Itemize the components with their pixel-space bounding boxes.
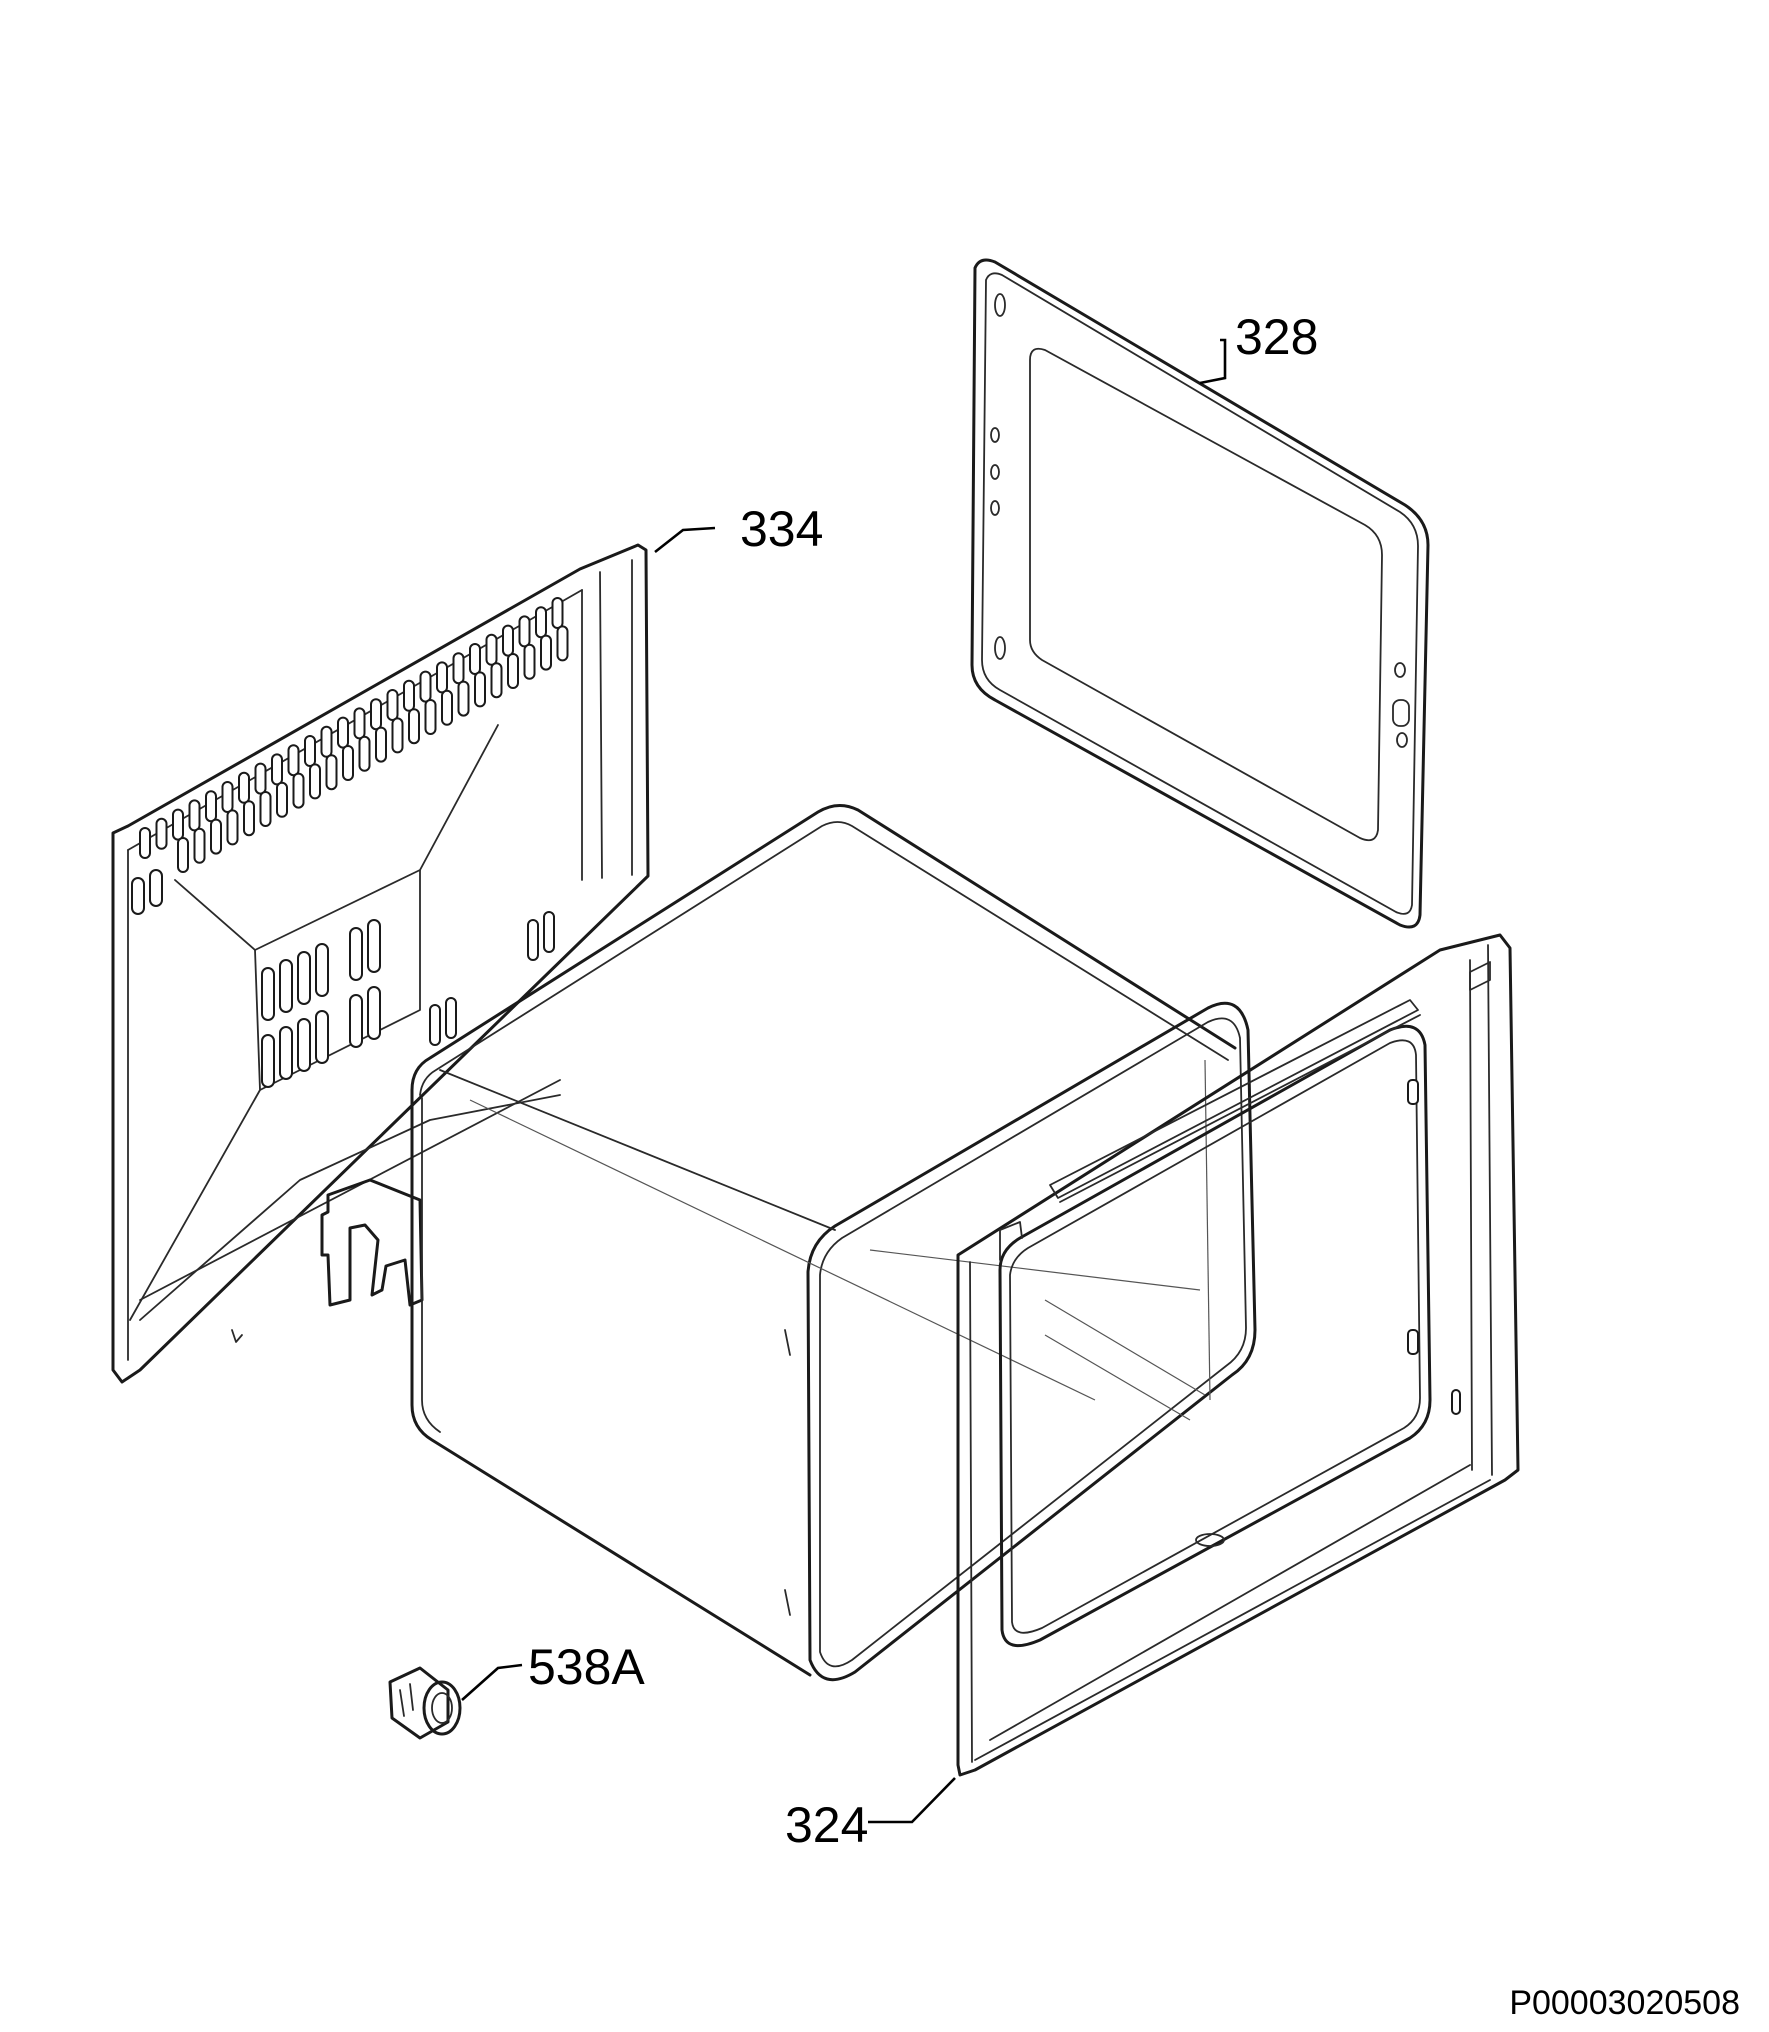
vent-slot [441,689,453,726]
oven-cavity-box [410,804,1257,1682]
front-frame-324 [956,933,1520,1777]
vent-slot [177,837,189,873]
vent-slot [188,799,201,832]
bushing-538a [388,1666,462,1740]
vent-slot [535,606,547,639]
vent-slot [419,670,432,703]
vent-slot [386,689,399,721]
vent-slot [155,817,168,850]
vent-slot [408,708,420,745]
vent-slots-middle [177,625,569,873]
vent-slot [342,745,354,781]
label-328: 328 [1235,309,1318,365]
vent-slot [254,762,267,795]
vent-slot [292,772,305,809]
vent-slot [210,818,222,855]
vent-slot [259,791,272,827]
vent-slot [193,827,206,864]
vent-slot [221,781,234,813]
vent-slot [518,615,531,648]
vent-slot [403,679,415,712]
vent-slot [523,643,536,680]
vent-slot [226,809,239,846]
vent-slot [540,634,552,671]
vent-slot [353,707,366,740]
drawing-number: P00003020508 [1509,1984,1740,2022]
vent-slot [325,754,338,791]
vent-slot [507,653,519,689]
vent-slot [424,699,437,735]
label-324: 324 [785,1797,868,1853]
vent-slot [370,698,382,731]
vent-slot [502,624,514,657]
vent-slot [276,781,288,818]
vent-slot [320,725,333,758]
vent-slot [309,763,321,800]
vent-slot [139,827,151,859]
vent-slot [490,662,503,699]
vent-slot [391,717,404,754]
vent-slot [556,625,569,662]
vent-slot [238,771,250,804]
label-538a: 538A [528,1639,645,1695]
rear-panel-334 [111,543,650,1384]
door-frame-328 [970,258,1430,929]
vent-slot [474,671,486,708]
vent-slot [205,790,217,823]
vent-slot [243,800,255,837]
vent-slot [436,661,448,694]
vent-slot [469,643,481,675]
vent-slots-upper [139,597,564,859]
vent-slot [452,652,465,685]
vent-slot [551,597,564,629]
leader-lines [461,338,1227,1824]
vent-slot [358,735,371,772]
label-334: 334 [740,501,823,557]
vent-slot [271,753,283,786]
vent-slot [304,735,316,767]
vent-slot [337,716,349,749]
vent-slot [375,726,387,763]
vent-slot [287,744,300,777]
vent-slot [485,633,498,666]
vent-slot [172,808,184,841]
vent-slot [457,680,470,717]
